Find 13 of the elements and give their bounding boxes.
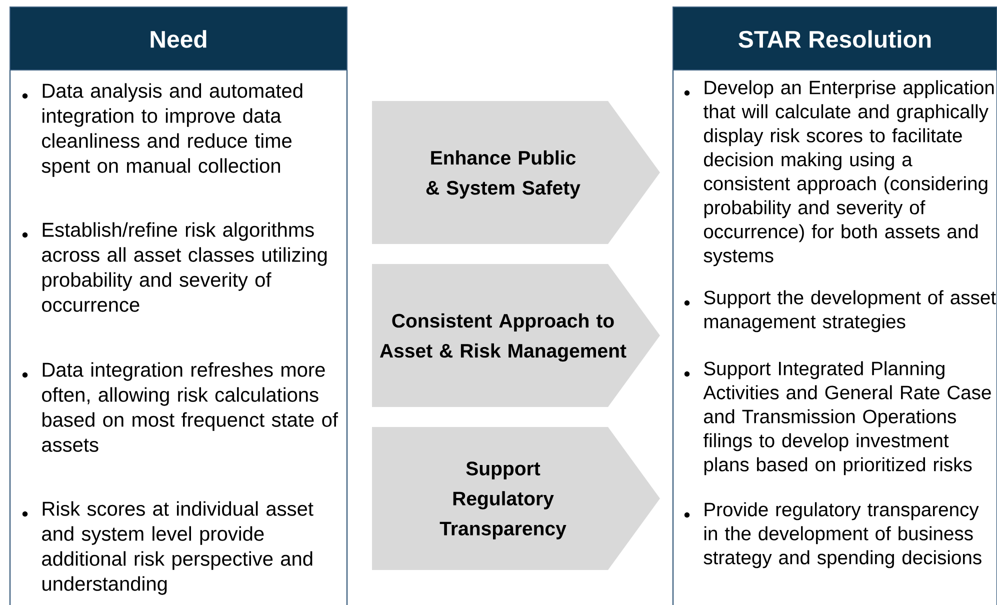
column-header: STAR Resolution xyxy=(672,6,997,70)
bullet-text: Provide regulatory transparency in the development of business strategy and spending decisions xyxy=(704,502,982,568)
bullet-text: Support the development of asset management strategies xyxy=(704,290,996,332)
bullet-text: Data analysis and automated integration to improve data cleanliness and reduce time spent on manual collection xyxy=(42,83,302,177)
pointed-box: Enhance Public & System Safety xyxy=(372,101,660,244)
bullet-text: Data integration refreshes more often, allowing risk calculations based on most frequenct state of assets xyxy=(42,362,338,452)
pointed-box: Support Regulatory Transparency xyxy=(372,427,660,570)
bullet-text: Risk scores at individual asset and system level provide additional risk perspective and understanding xyxy=(42,501,314,595)
bullet-text: Establish/refine risk algorithms across all asset classes utilizing probability and severity of occurrence xyxy=(42,222,327,312)
bullet-text: Support Integrated Planning Activities and General Rate Case and Transmission Operations filings to develop investment plans based on prioritized risks xyxy=(703,361,991,476)
column-header: Need xyxy=(10,6,348,70)
bullet-text: Develop an Enterprise application that will calculate and graphically display risk scores to facilitate decision making using a consistent approach (considering probability and severity of occurrence) for both assets and systems xyxy=(704,80,994,266)
pointed-box: Consistent Approach to Asset & Risk Management xyxy=(372,264,660,407)
